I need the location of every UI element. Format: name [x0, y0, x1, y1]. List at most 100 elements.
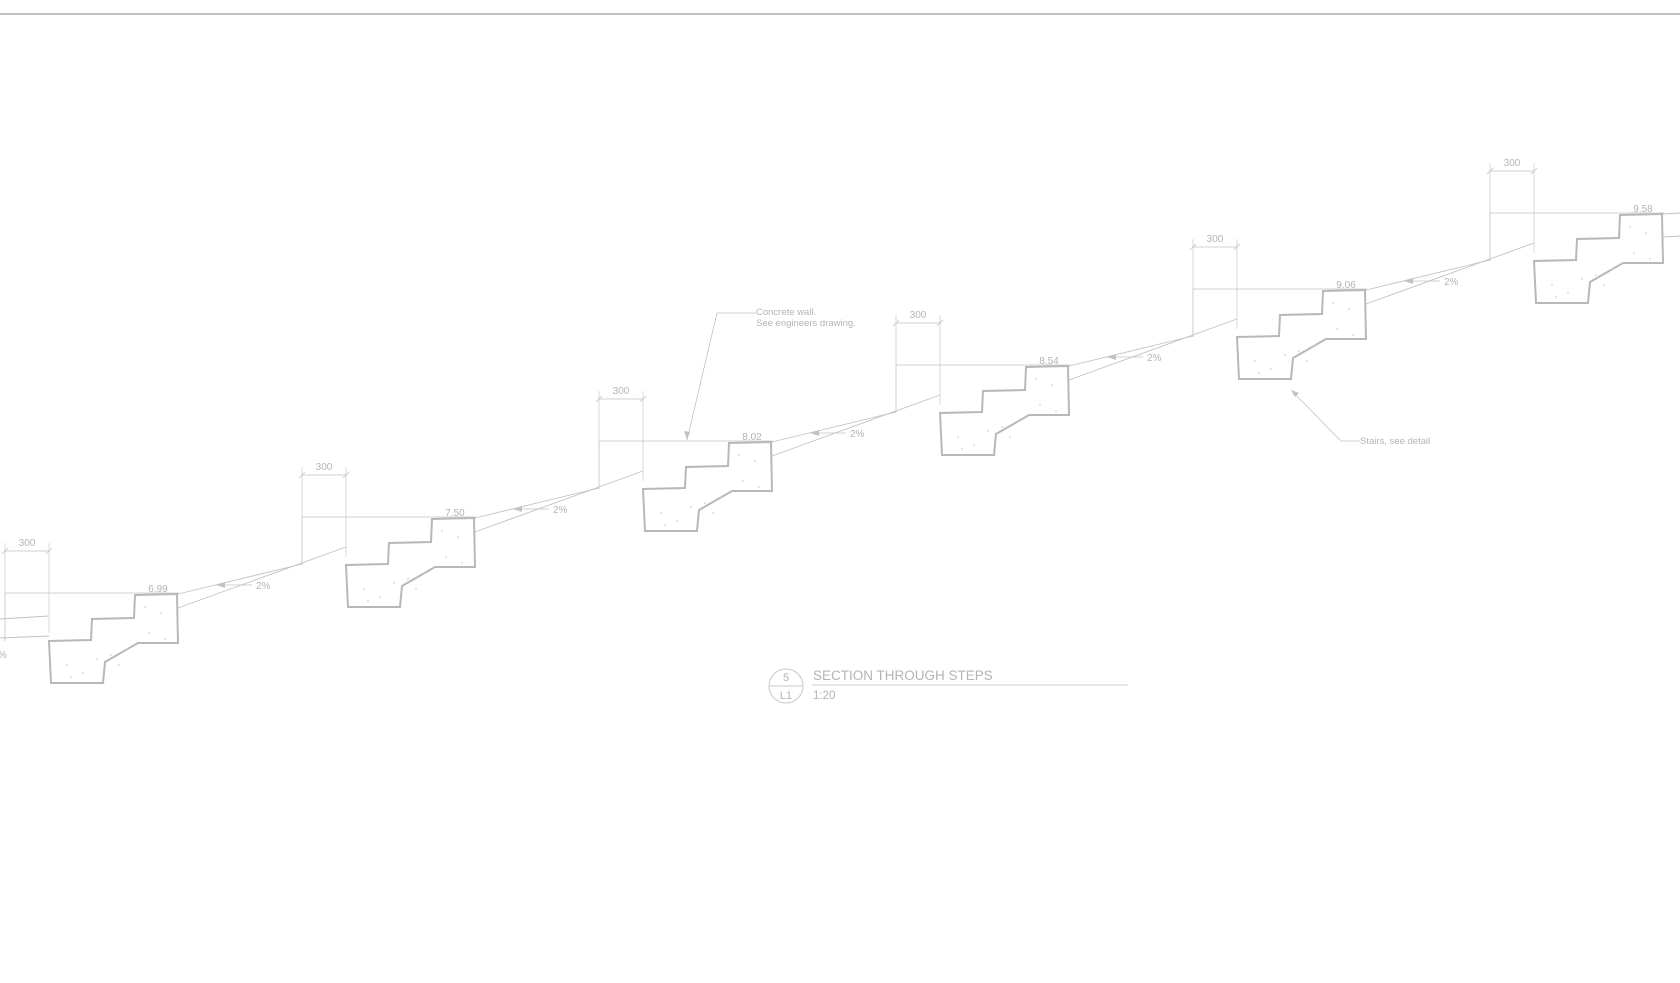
concrete-hatch-dot	[1629, 226, 1631, 228]
concrete-hatch-dot	[1633, 252, 1635, 254]
left-edge-grade-label: %	[0, 650, 7, 661]
stair-block	[938, 364, 1071, 456]
concrete-hatch-dot	[1332, 302, 1334, 304]
landing-top-line	[1662, 212, 1680, 215]
concrete-hatch-dot	[164, 638, 166, 640]
concrete-wall-leader	[686, 312, 756, 441]
landing-top-line	[474, 487, 600, 519]
stair-block	[344, 516, 477, 608]
stair-unit: 300 6.99 2%	[1, 538, 347, 684]
concrete-hatch-dot	[1603, 284, 1605, 286]
level-label: 8.02	[742, 432, 762, 443]
landing-bottom-line	[1068, 318, 1238, 381]
concrete-hatch-dot	[704, 502, 706, 504]
tread-dimension-label: 300	[1207, 234, 1224, 245]
grade-label: 2%	[1444, 277, 1459, 288]
dimension-tick	[342, 471, 350, 479]
grade-label: 2%	[256, 581, 271, 592]
concrete-hatch-dot	[742, 480, 744, 482]
grade-arrowhead	[1107, 354, 1116, 360]
landing-bottom-line	[1662, 235, 1680, 238]
concrete-wall-arrowhead	[684, 431, 690, 440]
landing-bottom-line	[474, 470, 644, 533]
level-label: 7.50	[445, 508, 465, 519]
dimension-tick	[1530, 167, 1538, 175]
section-scale: 1:20	[813, 690, 835, 702]
concrete-hatch-dot	[66, 664, 68, 666]
concrete-wall-callout: Concrete wall. See engineers drawing.	[684, 307, 856, 441]
concrete-hatch-dot	[1581, 278, 1583, 280]
concrete-hatch-dot	[754, 460, 756, 462]
sheet-number: L1	[780, 690, 792, 702]
concrete-hatch-dot	[758, 486, 760, 488]
concrete-hatch-dot	[82, 672, 84, 674]
concrete-hatch-dot	[70, 676, 72, 678]
tread-dimension-label: 300	[316, 462, 333, 473]
dimension-tick	[298, 471, 306, 479]
concrete-hatch-dot	[690, 506, 692, 508]
landing-bottom-line	[771, 394, 941, 457]
concrete-hatch-dot	[1284, 354, 1286, 356]
level-label: 6.99	[148, 584, 168, 595]
section-title-block: 5 L1 SECTION THROUGH STEPS 1:20	[768, 668, 1128, 704]
concrete-hatch-dot	[1039, 404, 1041, 406]
grade-label: 2%	[1147, 353, 1162, 364]
section-title: SECTION THROUGH STEPS	[813, 668, 993, 683]
concrete-hatch-dot	[1336, 328, 1338, 330]
level-label: 8.54	[1039, 356, 1059, 367]
entry-slab-top	[0, 615, 50, 620]
concrete-hatch-dot	[415, 588, 417, 590]
concrete-hatch-dot	[96, 658, 98, 660]
concrete-hatch-dot	[148, 632, 150, 634]
level-label: 9.06	[1336, 280, 1356, 291]
level-label: 9.58	[1633, 204, 1653, 215]
concrete-hatch-dot	[423, 572, 425, 574]
stairs-note: Stairs, see detail	[1360, 436, 1430, 447]
concrete-hatch-dot	[363, 588, 365, 590]
detail-number: 5	[783, 672, 789, 684]
landing-top-line	[771, 411, 897, 443]
stair-block	[1235, 288, 1368, 380]
concrete-hatch-dot	[1258, 372, 1260, 374]
concrete-hatch-dot	[1009, 436, 1011, 438]
dimension-tick	[45, 547, 53, 555]
landing-top-line	[1068, 335, 1194, 367]
concrete-hatch-dot	[110, 654, 112, 656]
concrete-hatch-dot	[367, 600, 369, 602]
concrete-hatch-dot	[973, 444, 975, 446]
concrete-hatch-dot	[407, 578, 409, 580]
landing-top-line	[1365, 259, 1491, 291]
concrete-hatch-dot	[987, 430, 989, 432]
concrete-hatch-dot	[1645, 232, 1647, 234]
concrete-hatch-dot	[720, 496, 722, 498]
concrete-hatch-dot	[1611, 268, 1613, 270]
concrete-hatch-dot	[379, 596, 381, 598]
concrete-hatch-dot	[1254, 360, 1256, 362]
concrete-hatch-dot	[961, 448, 963, 450]
concrete-hatch-dot	[676, 520, 678, 522]
concrete-hatch-dot	[393, 582, 395, 584]
concrete-hatch-dot	[1567, 292, 1569, 294]
concrete-hatch-dot	[1298, 350, 1300, 352]
grade-arrowhead	[810, 430, 819, 436]
concrete-hatch-dot	[1306, 360, 1308, 362]
concrete-hatch-dot	[1270, 368, 1272, 370]
concrete-wall-note-line2: See engineers drawing.	[756, 318, 856, 329]
concrete-hatch-dot	[118, 664, 120, 666]
stair-unit: 300 9.06 2%	[1189, 234, 1535, 380]
entry-slab-bottom	[0, 635, 50, 639]
grade-arrowhead	[1404, 278, 1413, 284]
concrete-hatch-dot	[1017, 420, 1019, 422]
tread-dimension-label: 300	[19, 538, 36, 549]
stair-block	[1532, 212, 1665, 304]
concrete-hatch-dot	[1314, 344, 1316, 346]
concrete-hatch-dot	[1649, 258, 1651, 260]
concrete-hatch-dot	[126, 648, 128, 650]
stair-block	[641, 440, 774, 532]
dimension-tick	[595, 395, 603, 403]
